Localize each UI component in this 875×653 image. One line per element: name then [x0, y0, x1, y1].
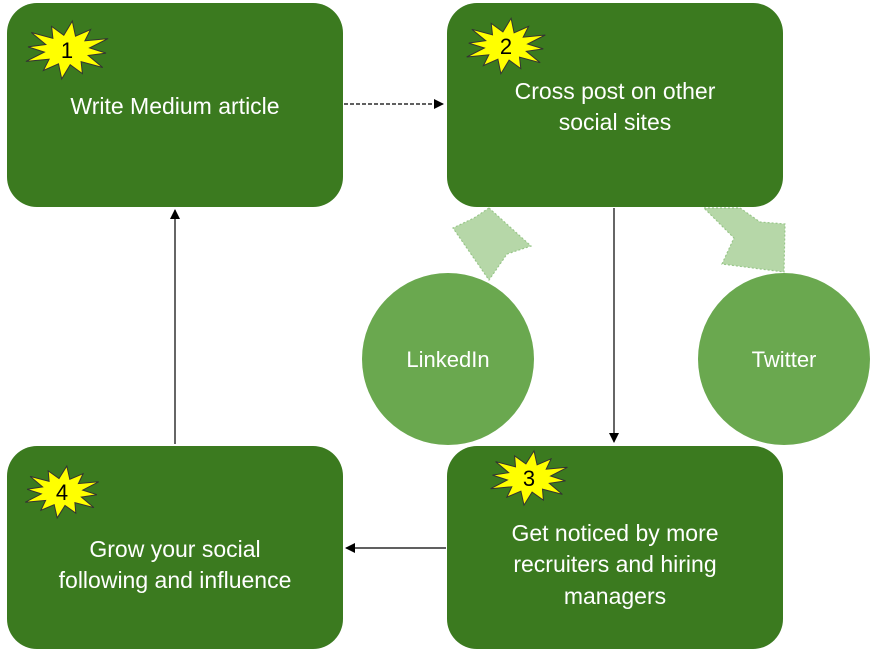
step-4-badge: 4 [25, 464, 99, 520]
step-2-text-line-1: Cross post on other [515, 78, 716, 104]
starburst-icon [25, 19, 109, 81]
step-2-number: 2 [500, 34, 512, 59]
step-3-badge: 3 [490, 449, 568, 507]
step-4-number: 4 [56, 480, 68, 505]
step-3-box [447, 446, 783, 649]
step-4-text-line-1: Grow your social [89, 536, 260, 562]
step-2-box [447, 3, 783, 207]
twitter-label: Twitter [752, 347, 817, 372]
starburst-icon [490, 449, 568, 507]
linkedin-pointer-arrow [452, 207, 533, 282]
step-2-text-line-2: social sites [559, 109, 671, 135]
step-2-badge: 2 [466, 16, 546, 76]
step-1-text: Write Medium article [70, 93, 279, 119]
starburst-icon [466, 16, 546, 76]
step-3-text-line-1: Get noticed by more [511, 520, 718, 546]
twitter-pointer-arrow [702, 207, 786, 273]
linkedin-label: LinkedIn [406, 347, 489, 372]
step-1-badge: 1 [25, 19, 109, 81]
step-4-box [7, 446, 343, 649]
twitter-circle [698, 273, 870, 445]
starburst-icon [25, 464, 99, 520]
step-3-text-line-2: recruiters and hiring [513, 551, 716, 577]
step-1-number: 1 [61, 38, 73, 63]
step-4-text-line-2: following and influence [59, 567, 292, 593]
step-3-text-line-3: managers [564, 583, 666, 609]
linkedin-circle [362, 273, 534, 445]
step-3-number: 3 [523, 466, 535, 491]
